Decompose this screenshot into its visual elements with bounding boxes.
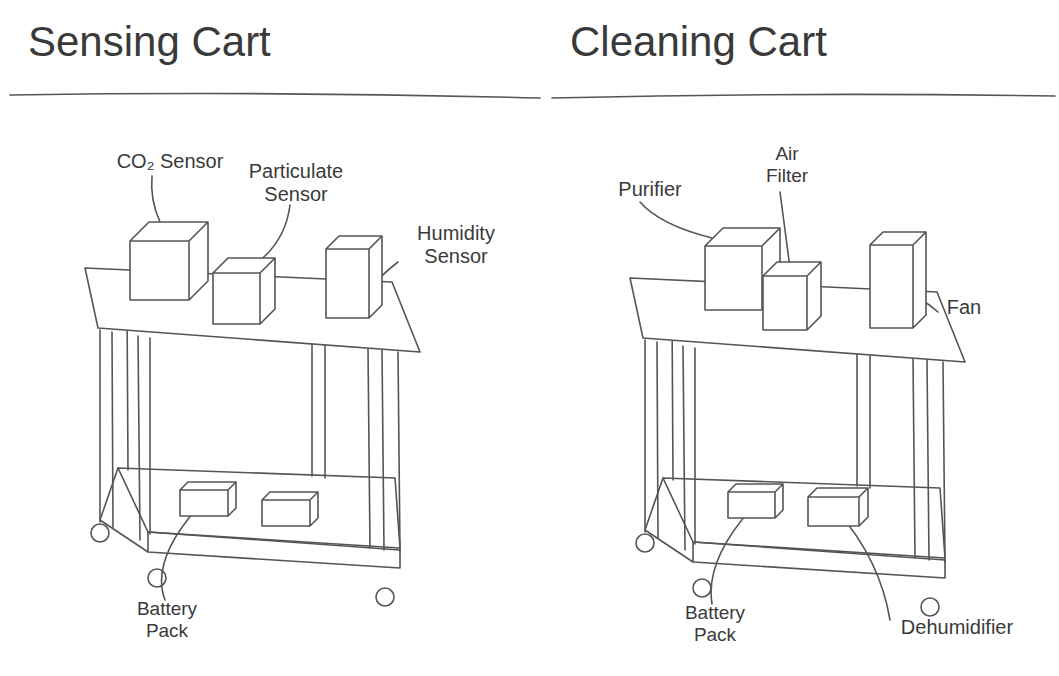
box-outline xyxy=(870,232,926,328)
box-outline-path xyxy=(870,232,926,328)
box-outline-path xyxy=(180,482,236,516)
leader-line xyxy=(640,202,712,238)
box-outline xyxy=(728,484,783,518)
box-outline xyxy=(763,262,821,330)
box-outline-path xyxy=(130,222,208,300)
component-label: CO₂ Sensor xyxy=(100,150,240,173)
component-box: Battery Pack xyxy=(180,482,236,516)
component-box: Fan xyxy=(870,232,926,328)
component-label: Fan xyxy=(936,296,992,319)
cart-heading: Cleaning Cart xyxy=(570,18,890,66)
leader-line xyxy=(838,512,890,620)
cart-panel: Cleaning CartPurifierAir FilterFanBatter… xyxy=(540,0,1059,676)
component-label: Air Filter xyxy=(752,143,822,187)
component-box: Humidity Sensor xyxy=(326,236,382,318)
component-label: Particulate Sensor xyxy=(236,160,356,206)
unlabeled-box xyxy=(262,492,318,526)
box-outline-path xyxy=(728,484,783,518)
leader-line xyxy=(162,505,200,600)
component-label: Battery Pack xyxy=(672,602,758,646)
box-outline-path xyxy=(763,262,821,330)
leader-line xyxy=(711,508,752,604)
cart-panel: Sensing CartCO₂ SensorParticulate Sensor… xyxy=(0,0,540,676)
box-outline xyxy=(130,222,208,300)
component-label: Purifier xyxy=(595,178,705,201)
component-label: Humidity Sensor xyxy=(396,222,516,268)
box-outline-path xyxy=(326,236,382,318)
heading-rule xyxy=(552,94,1055,98)
box-outline xyxy=(808,488,868,526)
component-box: CO₂ Sensor xyxy=(130,222,208,300)
component-box: Dehumidifier xyxy=(808,488,868,526)
heading-rule xyxy=(10,94,540,98)
box-outline xyxy=(213,258,275,324)
component-box: Battery Pack xyxy=(728,484,783,518)
component-box: Particulate Sensor xyxy=(213,258,275,324)
cart-heading: Sensing Cart xyxy=(28,18,348,66)
box-outline xyxy=(326,236,382,318)
box-outline-path xyxy=(808,488,868,526)
leader-line xyxy=(780,192,790,268)
component-label: Battery Pack xyxy=(124,598,210,642)
box-outline-path xyxy=(213,258,275,324)
box-outline xyxy=(180,482,236,516)
leader-line xyxy=(152,176,160,222)
component-box: Air Filter xyxy=(763,262,821,330)
component-label: Dehumidifier xyxy=(872,616,1042,639)
